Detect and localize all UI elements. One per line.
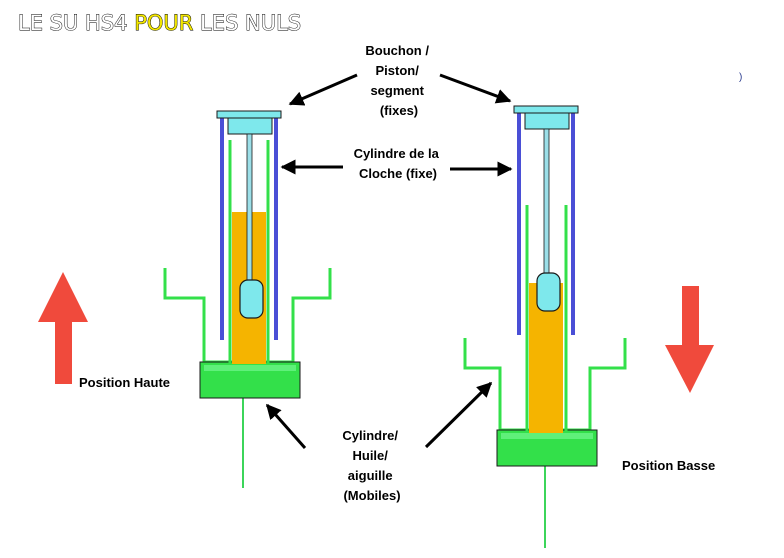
piston-left	[239, 279, 264, 319]
pointer-arrows	[265, 73, 513, 449]
label-position-basse: Position Basse	[622, 458, 715, 473]
arrow-bouchon-right	[439, 73, 512, 104]
corner-mark: )	[739, 72, 742, 83]
arrow-down-icon	[665, 286, 714, 393]
page-title: LE SU HS4 POUR LES NULS	[18, 11, 301, 35]
title-part-3: LES NULS	[193, 11, 301, 35]
label-position-haute: Position Haute	[79, 375, 170, 390]
cap-right	[513, 105, 579, 114]
label-bouchon: Bouchon / Piston/ segment (fixes)	[365, 43, 432, 118]
label-cylindre-cloche: Cylindre de la Cloche (fixe)	[354, 146, 443, 181]
arrow-mobiles-right	[424, 381, 493, 449]
title-part-pour: POUR	[134, 11, 193, 35]
base-block-right-top	[501, 433, 593, 439]
cap-left	[216, 110, 282, 119]
assembly-position-basse	[463, 105, 627, 548]
piston-right	[536, 272, 561, 312]
arrow-mobiles-left	[265, 403, 307, 449]
piston-head-right	[524, 112, 570, 130]
assembly-position-haute	[163, 110, 332, 488]
arrow-up-icon	[38, 272, 88, 384]
title-part-1: LE SU HS4	[18, 11, 134, 35]
base-block-left-top	[204, 365, 296, 371]
label-mobiles: Cylindre/ Huile/ aiguille (Mobiles)	[342, 428, 401, 503]
piston-head-left	[227, 117, 273, 135]
rod-left	[246, 133, 253, 283]
rod-right	[543, 128, 550, 278]
arrow-bouchon-left	[288, 73, 358, 106]
